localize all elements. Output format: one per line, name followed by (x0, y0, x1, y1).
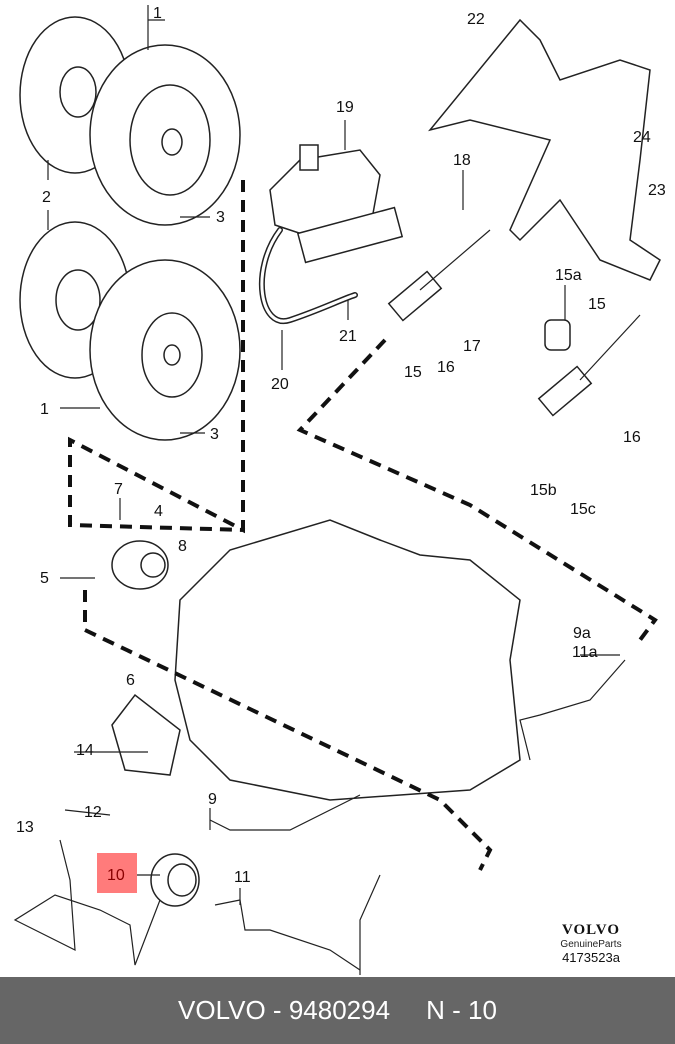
label-14: 14 (76, 742, 94, 759)
volvo-brand-block: VOLVO GenuineParts 4173523a (556, 922, 626, 965)
label-3b: 3 (210, 426, 219, 443)
pressure-plate-upper (89, 44, 241, 226)
parts-diagram: 1 2 3 1 3 7 4 8 5 6 14 12 13 9 10 11 22 … (13, 5, 666, 975)
label-19: 19 (336, 99, 354, 116)
label-16: 16 (437, 359, 455, 376)
dashed-link-upper (68, 180, 246, 534)
label-24: 24 (633, 129, 651, 146)
pressure-plate-lower (89, 259, 241, 441)
label-5: 5 (40, 570, 49, 587)
label-15b: 15b (530, 482, 557, 499)
label-7: 7 (114, 481, 123, 498)
label-4: 4 (154, 503, 163, 520)
label-15: 15 (404, 364, 422, 381)
label-21: 21 (339, 328, 357, 345)
release-bearing-10 (150, 853, 200, 907)
label-9a: 9a (573, 625, 591, 642)
volvo-logo: VOLVO (561, 922, 621, 938)
leader-lines (47, 5, 620, 905)
label-1b: 1 (40, 401, 49, 418)
label-15c: 15c (570, 501, 596, 518)
gasket-15a (544, 319, 571, 351)
brand-subtitle: GenuineParts (560, 939, 622, 950)
label-16b: 16 (623, 429, 641, 446)
slave-cylinder-15-alt (537, 365, 593, 417)
label-20: 20 (271, 376, 289, 393)
dashed-link-right (296, 338, 658, 642)
diagram-number: 4173523a (562, 950, 620, 965)
part-number-footer: VOLVO - 9480294 N - 10 (0, 977, 675, 1044)
dashed-link-lower (83, 590, 493, 871)
label-22: 22 (467, 11, 485, 28)
label-8: 8 (178, 538, 187, 555)
label-23: 23 (648, 182, 666, 199)
label-12: 12 (84, 804, 102, 821)
label-17: 17 (463, 338, 481, 355)
label-18: 18 (453, 152, 471, 169)
bracket-6 (111, 693, 181, 776)
gearbox-housing (174, 519, 521, 801)
label-15a: 15a (555, 267, 582, 284)
label-15b-top: 15 (588, 296, 606, 313)
reservoir (269, 144, 381, 241)
label-13: 13 (16, 819, 34, 836)
label-10: 10 (107, 867, 125, 884)
label-9: 9 (208, 791, 217, 808)
highlight-box (97, 853, 137, 893)
pedal-bracket (427, 18, 661, 281)
label-11: 11 (234, 869, 251, 886)
label-2: 2 (42, 189, 51, 206)
master-cylinder (296, 206, 404, 264)
label-11a: 11a (572, 644, 598, 661)
label-3: 3 (216, 209, 225, 226)
label-6: 6 (126, 672, 135, 689)
label-1: 1 (153, 5, 162, 22)
